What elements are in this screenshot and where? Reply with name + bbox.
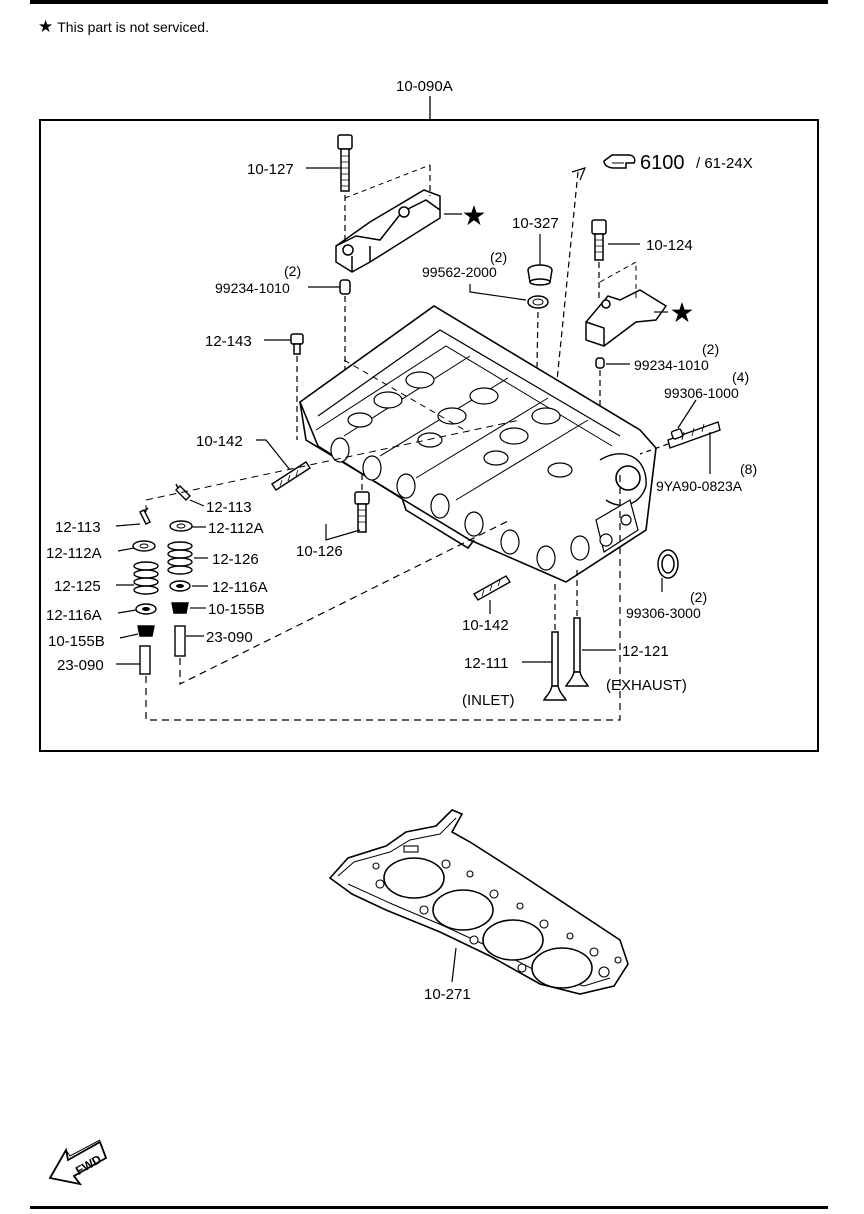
inlet-valve (542, 631, 568, 701)
label-12-113-a: 12-113 (55, 519, 101, 536)
stem-seal-10-155b-b (171, 602, 189, 614)
forward-arrow-icon (48, 1139, 108, 1186)
camshaft-cap-left (335, 189, 441, 273)
head-gasket (328, 809, 629, 995)
bottom-rule (30, 1206, 828, 1209)
pointing-hand-icon (603, 154, 636, 169)
retainer-12-112a-a (132, 540, 156, 552)
star-icon (463, 205, 485, 226)
label-inlet: (INLET) (462, 692, 515, 709)
label-qty-2-c: (2) (702, 341, 719, 357)
label-qty-2-b: (2) (490, 249, 507, 265)
label-99234-1010-b: 99234-1010 (634, 357, 709, 373)
label-10-127: 10-127 (247, 161, 294, 178)
label-12-121: 12-121 (622, 643, 669, 660)
label-10-155b-a: 10-155B (48, 633, 105, 650)
exhaust-valve (564, 617, 590, 687)
stud-9ya90 (667, 421, 721, 449)
label-qty-4: (4) (732, 369, 749, 385)
bolt-10-126 (354, 491, 370, 533)
label-10-142-b: 10-142 (462, 617, 509, 634)
reference-sub: / 61-24X (696, 155, 753, 172)
label-10-155b-b: 10-155B (208, 601, 265, 618)
label-10-142-a: 10-142 (196, 433, 243, 450)
label-qty-8: (8) (740, 461, 757, 477)
valve-keeper-12-113-a (139, 507, 151, 525)
cylinder-head (299, 305, 657, 583)
label-9ya90-0823a: 9YA90-0823A (656, 478, 743, 494)
label-12-112a-b: 12-112A (208, 520, 264, 537)
valve-spring-12-125 (133, 561, 159, 595)
assembly-frame (39, 119, 819, 752)
star-icon (671, 302, 693, 323)
label-qty-2-d: (2) (690, 589, 707, 605)
label-10-126: 10-126 (296, 543, 343, 560)
label-12-111: 12-111 (464, 655, 508, 672)
label-23-090-b: 23-090 (206, 629, 253, 646)
label-99234-1010-a: 99234-1010 (215, 280, 290, 296)
star-icon: ★ (38, 17, 54, 36)
label-99562-2000: 99562-2000 (422, 264, 497, 280)
valve-keeper-12-113-b (175, 483, 191, 501)
not-serviced-note: ★ This part is not serviced. (38, 18, 209, 35)
label-12-116a-a: 12-116A (46, 607, 102, 624)
label-12-116a-b: 12-116A (212, 579, 268, 596)
label-99306-1000: 99306-1000 (664, 385, 739, 401)
label-12-112a-a: 12-112A (46, 545, 102, 562)
label-12-126: 12-126 (212, 551, 259, 568)
label-10-271: 10-271 (424, 986, 471, 1003)
camshaft-cap-right (585, 289, 668, 347)
retainer-12-112a-b (169, 520, 193, 532)
label-12-113-b: 12-113 (206, 499, 252, 516)
label-12-143: 12-143 (205, 333, 252, 350)
plug-10-327 (527, 264, 553, 286)
label-exhaust: (EXHAUST) (606, 677, 687, 694)
valve-guide-23-090-a (139, 645, 151, 675)
label-99306-3000: 99306-3000 (626, 605, 701, 621)
assembly-label: 10-090A (396, 78, 453, 95)
bolt-10-124 (591, 219, 607, 261)
top-rule (30, 0, 828, 4)
stud-10-142-lower (472, 575, 512, 601)
stem-seal-10-155b-a (137, 625, 155, 637)
seal-99562 (527, 295, 549, 309)
bolt-10-127 (337, 134, 353, 192)
label-10-327: 10-327 (512, 215, 559, 232)
label-12-125: 12-125 (54, 578, 101, 595)
valve-guide-23-090-b (174, 625, 186, 657)
reference-page: 6100 (640, 152, 685, 174)
label-qty-2-a: (2) (284, 263, 301, 279)
label-23-090-a: 23-090 (57, 657, 104, 674)
dowel-pin-left (339, 279, 351, 295)
stud-10-142-upper (271, 461, 311, 491)
note-text: This part is not serviced. (57, 18, 209, 35)
plug-12-143 (290, 333, 304, 355)
valve-spring-12-126 (167, 541, 193, 575)
seal-99306-3000 (657, 549, 679, 579)
label-10-124: 10-124 (646, 237, 693, 254)
dowel-pin-right (595, 357, 605, 369)
